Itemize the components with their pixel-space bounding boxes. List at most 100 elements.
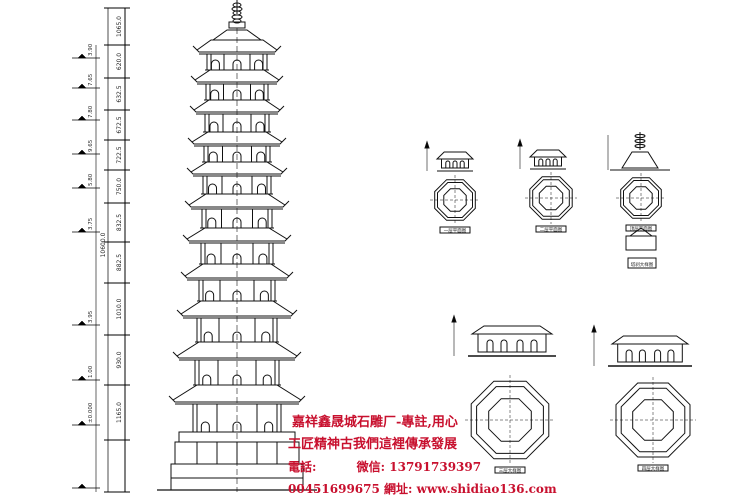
inner-octagon [629, 186, 653, 210]
elevation-label: 3.75 [88, 217, 94, 230]
elevation-marker-icon [77, 483, 87, 489]
elevation-label: 7.80 [88, 105, 94, 118]
outer-octagon [470, 380, 550, 460]
section-window [545, 158, 551, 166]
arched-window [210, 89, 220, 100]
finial-detail-roof [621, 151, 659, 169]
height-ruler-labels: 1065.0620.0632.5672.5722.5750.0832.5882.… [88, 16, 123, 423]
plan-caption: 四层大样图 [642, 465, 665, 472]
segment-dimension-label: 750.0 [116, 178, 123, 195]
large-section-window [516, 339, 524, 352]
arched-window [205, 290, 215, 301]
finial-detail-ring [634, 143, 646, 149]
promo-line-1: 嘉祥鑫晟城石雕厂-專註,用心 [292, 415, 458, 430]
elevation-marker-icon [77, 149, 87, 155]
segment-dimension-label: 1065.0 [116, 16, 123, 37]
section-roof [435, 151, 475, 160]
large-section-wall [477, 333, 547, 353]
plan-details: 一层平面图二层平面图 顶层平面图塔刹大样图三层大样图 四层大样图 [424, 132, 696, 474]
section-wall [534, 156, 562, 167]
arched-window [202, 374, 212, 385]
elevation-label: 7.65 [88, 73, 94, 86]
outer-octagon [620, 177, 662, 219]
arched-window [207, 217, 217, 228]
promo-line-2: 工匠精神古我們這裡傳承發展 [288, 437, 458, 452]
octagon-wall [476, 386, 544, 454]
plan-caption-box [535, 225, 567, 233]
storey-eave [186, 161, 288, 175]
large-section-window [654, 349, 662, 362]
segment-dimension-label: 1010.0 [116, 298, 123, 319]
plan-caption-box [439, 226, 471, 234]
octagon-wall [532, 179, 570, 217]
plan-four: 四层大样图 [610, 377, 696, 472]
detail-caption-box [627, 257, 657, 269]
octagon-wall [620, 387, 686, 453]
large-section-window [667, 349, 675, 362]
plan-caption: 三层大样图 [499, 467, 522, 474]
elevation-label: 1.00 [88, 365, 94, 378]
plan-top: 顶层平面图 [616, 173, 666, 232]
elevation-marker-icon [591, 324, 597, 333]
storey-eave [176, 300, 298, 317]
arched-window [255, 121, 265, 132]
elevation-label: 5.80 [88, 173, 94, 186]
detail-caption: 塔刹大样图 [631, 261, 654, 268]
finial-detail-ring [634, 133, 646, 139]
plinth [170, 463, 304, 491]
outer-octagon [615, 382, 691, 458]
arched-window [232, 151, 242, 162]
plan-caption: 顶层平面图 [630, 226, 653, 232]
plan-caption: 二层平面图 [540, 227, 563, 233]
segment-dimension-label: 930.0 [116, 351, 123, 368]
plan-caption-box [637, 464, 669, 472]
wechat-number: 13791739397 [389, 460, 482, 474]
plan-one: 一层平面图 [430, 175, 480, 234]
inner-octagon [488, 398, 532, 442]
elevation-marker-icon [77, 227, 87, 233]
octagon-wall [623, 180, 659, 216]
arched-window [232, 421, 242, 432]
section-window [552, 158, 558, 166]
section-window [538, 158, 544, 166]
large-section-elevation [451, 314, 556, 357]
elevation-label: ±0.000 [88, 402, 94, 423]
storey-eave [182, 227, 292, 242]
arched-window [259, 290, 269, 301]
elevation-marker-icon [77, 375, 87, 381]
storey-eave [192, 39, 282, 53]
section-elevation [517, 138, 568, 170]
large-section-window [625, 349, 633, 362]
large-section-elevation [591, 324, 692, 367]
detail-box [625, 235, 657, 251]
segment-dimension-label: 1165.0 [116, 402, 123, 423]
inner-octagon [538, 185, 564, 211]
elevation-marker-icon [77, 183, 87, 189]
section-window [445, 160, 451, 168]
storey-eave [172, 341, 302, 359]
elevation-marker-icon [77, 53, 87, 59]
large-section-window [638, 349, 646, 362]
section-wall [441, 158, 469, 169]
inner-octagon [443, 188, 467, 212]
segment-dimension-label: 722.5 [116, 146, 123, 163]
large-section-roof [470, 325, 554, 335]
wechat-label: 微信: [356, 460, 386, 474]
arched-window [264, 421, 274, 432]
arched-window [200, 421, 210, 432]
octagon-wall [437, 182, 473, 218]
storey-eave [168, 384, 306, 403]
segment-dimension-label: 672.5 [116, 116, 123, 133]
elevation-marker-icon [517, 138, 523, 147]
finial-ring [232, 18, 242, 24]
arched-window [232, 89, 242, 100]
segment-dimension-label: 832.5 [116, 214, 123, 231]
finial-ring [231, 14, 243, 20]
finial-detail [607, 132, 670, 171]
arched-window [210, 59, 220, 70]
large-section-wall [617, 343, 683, 363]
arched-window [256, 183, 266, 194]
arched-window [254, 89, 264, 100]
elevation-label: 3.95 [88, 310, 94, 323]
